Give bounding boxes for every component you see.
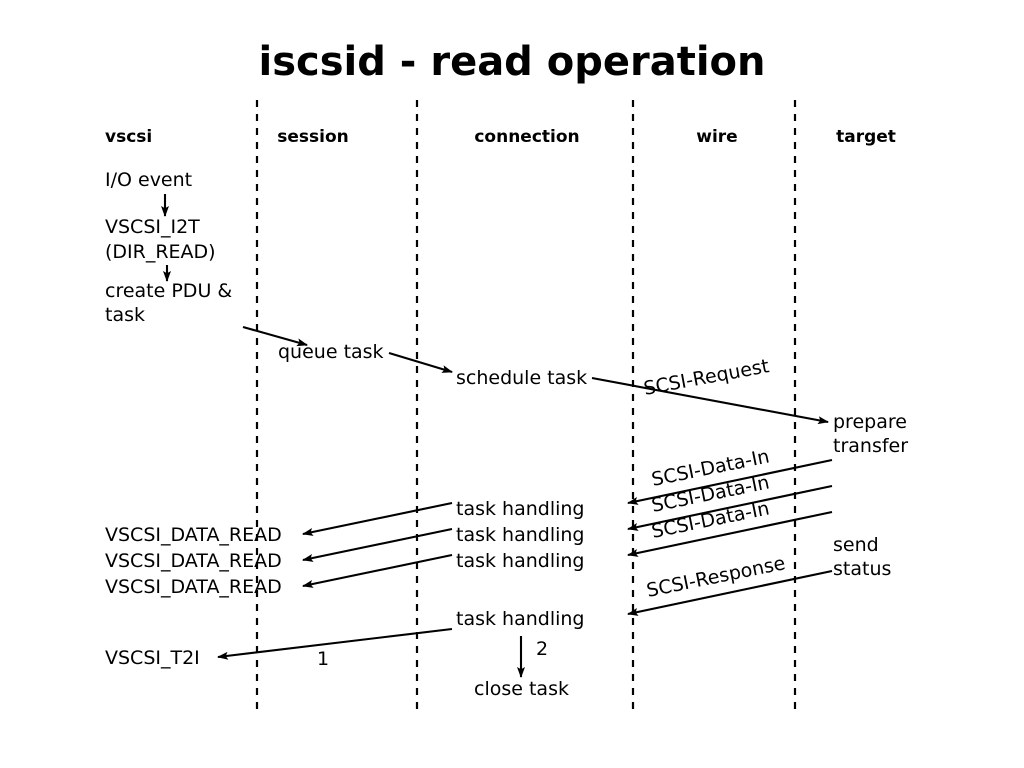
arrow-scsi-data-in-3 <box>627 510 833 557</box>
arrow-queue-to-schedule <box>388 351 453 374</box>
message-handling-to-read-1 <box>302 501 453 536</box>
message-label-scsi-request: SCSI-Request <box>642 355 771 400</box>
arrow-scsi-data-in-1 <box>627 458 833 505</box>
lifeline-header-connection: connection <box>474 127 579 147</box>
node-vscsi-data-read-2: VSCSI_DATA_READ <box>105 550 282 572</box>
arrow-scsi-request <box>591 376 829 425</box>
lifeline-header-target: target <box>836 127 896 147</box>
node-io-event: I/O event <box>105 169 192 191</box>
message-handling-to-read-3 <box>302 553 453 588</box>
node-task-handling-1: task handling <box>456 498 584 520</box>
node-send-status: send <box>833 534 879 556</box>
arrow-pdu-to-queue <box>242 325 308 347</box>
node-prepare-transfer: prepare <box>833 411 907 433</box>
node-schedule-task: schedule task <box>456 367 587 389</box>
message-handling-to-t2i: 1 <box>217 627 453 670</box>
arrow-scsi-response <box>627 569 833 616</box>
message-scsi-request: SCSI-Request <box>591 355 829 425</box>
node-vscsi-data-read-3: VSCSI_DATA_READ <box>105 576 282 598</box>
node-dir-read: (DIR_READ) <box>105 241 216 263</box>
lifelines-group <box>255 100 797 715</box>
lifeline-header-session: session <box>277 127 349 147</box>
node-create-pdu-2: task <box>105 304 145 326</box>
node-task-handling-2: task handling <box>456 524 584 546</box>
message-label-handling-to-close: 2 <box>536 638 548 660</box>
node-task-handling-4: task handling <box>456 608 584 630</box>
lifeline-header-vscsi: vscsi <box>105 127 152 147</box>
message-scsi-response: SCSI-Response <box>627 552 833 616</box>
message-label-handling-to-t2i: 1 <box>317 648 329 670</box>
message-pdu-to-queue <box>242 325 308 347</box>
message-queue-to-schedule <box>388 351 453 374</box>
message-handling-to-read-2 <box>302 527 453 562</box>
arrow-handling-to-read-1 <box>302 501 453 536</box>
page-title: iscsid - read operation <box>259 39 766 85</box>
node-create-pdu: create PDU & <box>105 280 232 302</box>
message-handling-to-close: 2 <box>517 636 548 678</box>
arrow-handling-to-t2i <box>217 627 453 660</box>
node-send-status-2: status <box>833 558 891 580</box>
arrow-scsi-data-in-2 <box>627 484 833 531</box>
node-vscsi-t2i: VSCSI_T2I <box>105 647 200 669</box>
node-prepare-transfer-2: transfer <box>833 435 908 457</box>
messages-group: SCSI-RequestSCSI-Data-InSCSI-Data-InSCSI… <box>161 194 833 678</box>
lifeline-headers-group: vscsi session connection wire target <box>105 127 896 147</box>
node-task-handling-3: task handling <box>456 550 584 572</box>
arrow-handling-to-read-3 <box>302 553 453 588</box>
lifeline-header-wire: wire <box>696 127 737 147</box>
arrow-handling-to-read-2 <box>302 527 453 562</box>
node-vscsi-data-read-1: VSCSI_DATA_READ <box>105 524 282 546</box>
node-queue-task: queue task <box>278 341 384 363</box>
node-vscsi-i2t: VSCSI_I2T <box>105 216 200 238</box>
node-close-task: close task <box>474 678 569 700</box>
